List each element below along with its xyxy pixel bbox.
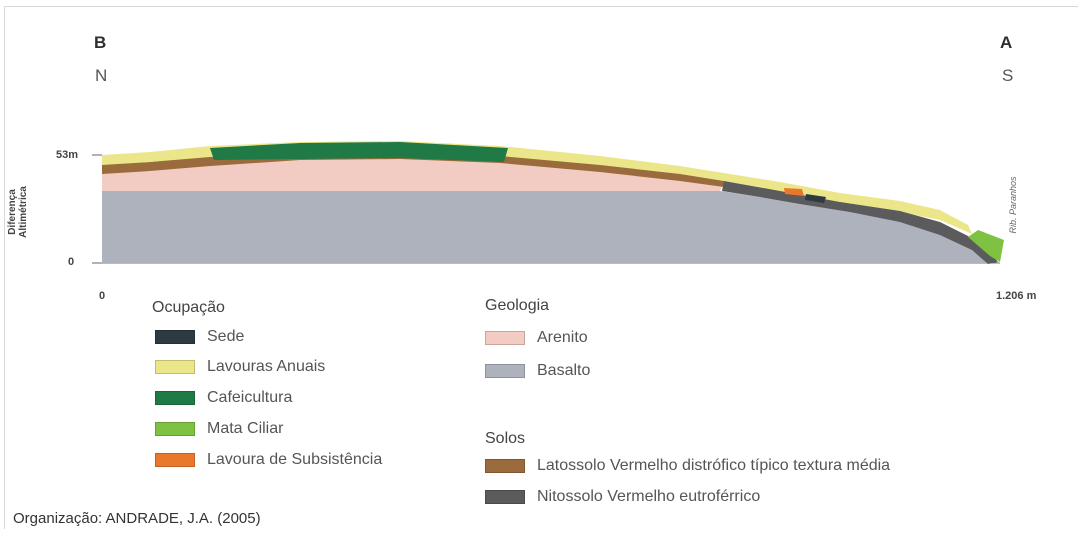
cafeicultura-layer <box>210 142 508 162</box>
legend-swatch <box>155 360 195 374</box>
legend-item-arenito: Arenito <box>485 328 588 348</box>
y-axis-title-line2: Altimétrica <box>18 186 29 238</box>
legend-label: Lavoura de Subsistência <box>207 451 383 468</box>
legend-solos-title: Solos <box>485 430 526 447</box>
legend-swatch <box>155 391 195 405</box>
lavouras-anuais-layer <box>102 141 972 234</box>
legend-item-latossolo: Latossolo Vermelho distrófico típico tex… <box>485 456 890 476</box>
left-end-letter: B <box>94 33 107 52</box>
legend-item-lavouras-anuais: Lavouras Anuais <box>155 357 325 377</box>
right-end-direction: S <box>1002 66 1014 85</box>
x-axis-end-label: 1.206 m <box>996 290 1037 302</box>
legend-label: Arenito <box>537 329 588 346</box>
lavoura-subsistencia-patch <box>784 188 804 196</box>
legend-swatch <box>485 459 525 473</box>
legend-swatch <box>155 453 195 467</box>
y-axis-title-line1: Diferença <box>7 189 18 235</box>
basalto-layer <box>102 191 992 263</box>
legend-swatch <box>485 331 525 345</box>
legend-item-sede: Sede <box>155 327 244 347</box>
mata-ciliar-layer <box>968 230 1004 262</box>
credit-text: Organização: ANDRADE, J.A. (2005) <box>13 510 261 527</box>
nitossolo-layer <box>722 181 998 264</box>
legend-label: Basalto <box>537 362 591 379</box>
legend-item-cafeicultura: Cafeicultura <box>155 388 292 408</box>
sede-patch <box>805 194 826 203</box>
legend-swatch <box>485 364 525 378</box>
legend-label: Cafeicultura <box>207 389 293 406</box>
legend-label: Sede <box>207 328 245 345</box>
x-axis-start-label: 0 <box>99 290 106 302</box>
legend-label: Mata Ciliar <box>207 420 284 437</box>
legend-swatch <box>485 490 525 504</box>
legend-label: Latossolo Vermelho distrófico típico tex… <box>537 457 891 474</box>
legend-ocupacao-title: Ocupação <box>152 299 225 316</box>
legend-item-lavoura-subsistencia: Lavoura de Subsistência <box>155 450 382 470</box>
y-axis-top-label: 53m <box>56 149 79 161</box>
legend-item-mata-ciliar: Mata Ciliar <box>155 419 283 439</box>
y-axis-title: Diferença Altimétrica <box>7 182 29 242</box>
y-axis-bottom-label: 0 <box>68 256 75 268</box>
legend-item-nitossolo: Nitossolo Vermelho eutroférrico <box>485 487 760 507</box>
figure-frame <box>4 6 1078 529</box>
left-end-direction: N <box>95 66 108 85</box>
legend-label: Nitossolo Vermelho eutroférrico <box>537 488 761 505</box>
arenito-layer <box>102 157 724 191</box>
legend-label: Lavouras Anuais <box>207 358 326 375</box>
legend-swatch <box>155 330 195 344</box>
legend-item-basalto: Basalto <box>485 361 590 381</box>
right-end-letter: A <box>1000 33 1013 52</box>
legend-geologia-title: Geologia <box>485 297 550 314</box>
stream-label: Rib. Paranhos <box>1008 176 1018 234</box>
legend-swatch <box>155 422 195 436</box>
